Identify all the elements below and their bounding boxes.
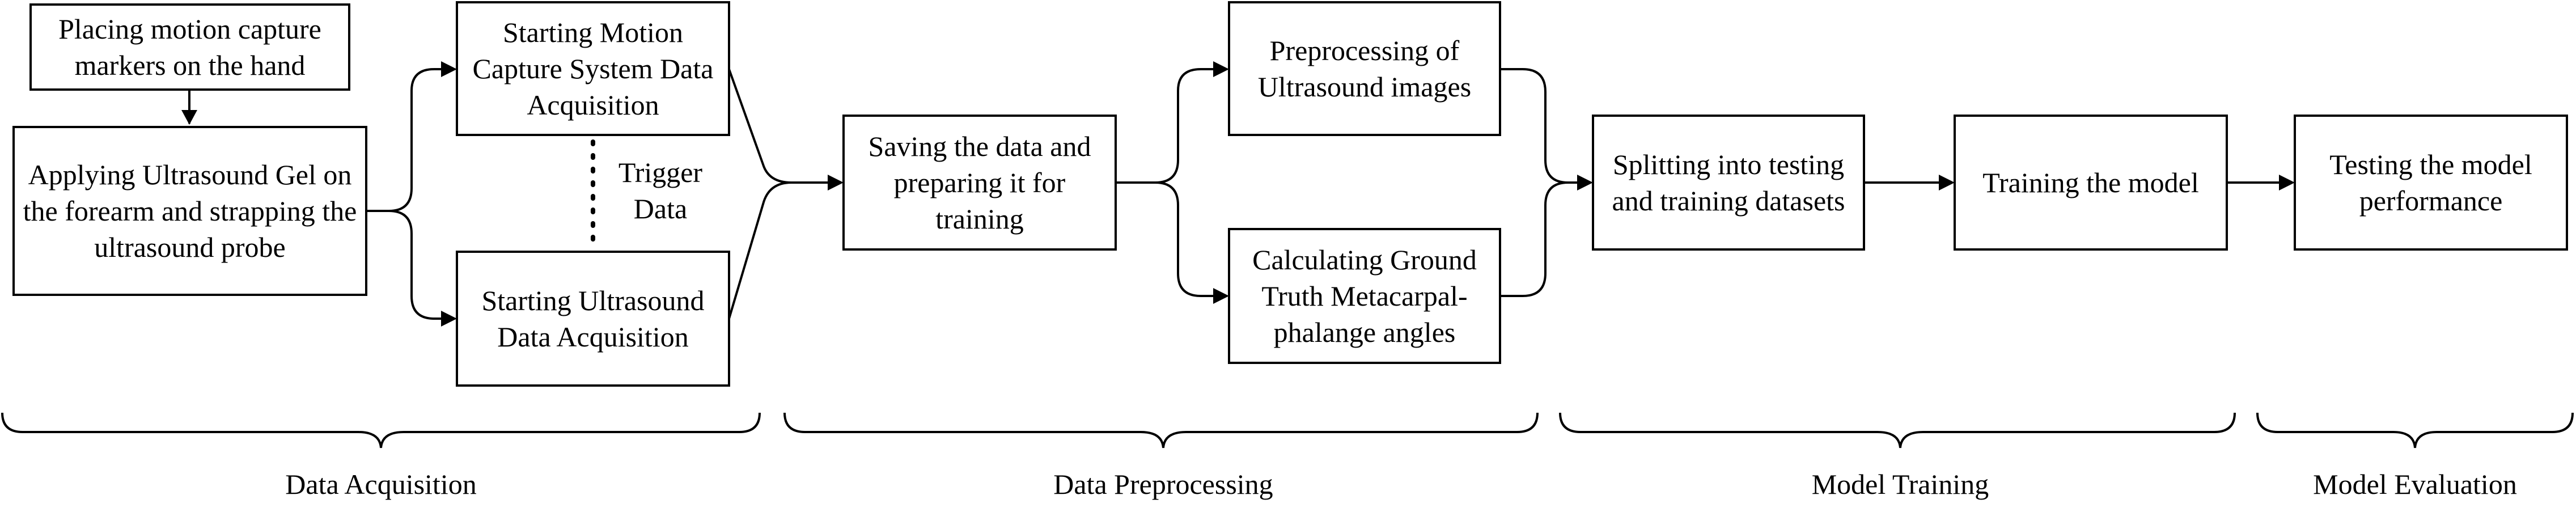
brace-model-training: [1559, 412, 2236, 448]
arrowhead-gel: [181, 110, 197, 125]
arrow-saving-to-groundtruth: [1116, 181, 1226, 297]
arrowhead-preprocess: [1213, 61, 1229, 77]
arrow-saving-to-preprocess: [1116, 68, 1226, 184]
arrowhead-testing: [2279, 175, 2295, 190]
box-placing-markers: Placing motion capture markers on the ha…: [29, 3, 350, 91]
arrowhead-groundtruth: [1213, 288, 1229, 304]
box-ground-truth: Calculating Ground Truth Metacarpal-phal…: [1228, 228, 1501, 364]
arrow-mocap-to-saving: [728, 69, 840, 184]
arrowhead-splitting: [1577, 175, 1593, 190]
brace-data-preprocessing: [783, 412, 1539, 448]
phase-label-model-training: Model Training: [1811, 468, 1989, 500]
phase-label-data-preprocessing: Data Preprocessing: [1053, 468, 1273, 500]
box-saving-data: Saving the data and preparing it for tra…: [842, 115, 1117, 251]
trigger-data-label: Trigger Data: [618, 156, 703, 225]
box-start-ultrasound: Starting Ultrasound Data Acquisition: [456, 251, 730, 387]
box-testing-performance: Testing the model performance: [2294, 115, 2568, 251]
arrow-preprocess-to-splitting: [1500, 68, 1590, 184]
phase-label-model-evaluation: Model Evaluation: [2313, 468, 2517, 500]
phase-label-data-acquisition: Data Acquisition: [285, 468, 477, 500]
arrow-gel-to-mocap: [366, 68, 454, 212]
box-applying-gel: Applying Ultrasound Gel on the forearm a…: [12, 126, 367, 296]
arrowhead-mocap: [441, 61, 457, 77]
box-splitting-datasets: Splitting into testing and training data…: [1592, 115, 1865, 251]
arrowhead-saving: [828, 175, 844, 190]
arrowhead-ultrasound: [441, 311, 457, 327]
arrow-ultrasound-to-saving: [728, 181, 840, 319]
box-training-model: Training the model: [1954, 115, 2228, 251]
arrowhead-training: [1939, 175, 1955, 190]
brace-data-acquisition: [1, 412, 761, 448]
box-start-mocap: Starting Motion Capture System Data Acqu…: [456, 1, 730, 136]
brace-model-evaluation: [2256, 412, 2574, 448]
arrow-gel-to-ultrasound: [366, 210, 454, 320]
box-preprocess-ultrasound: Preprocessing of Ultrasound images: [1228, 1, 1501, 136]
arrow-groundtruth-to-splitting: [1500, 181, 1590, 297]
